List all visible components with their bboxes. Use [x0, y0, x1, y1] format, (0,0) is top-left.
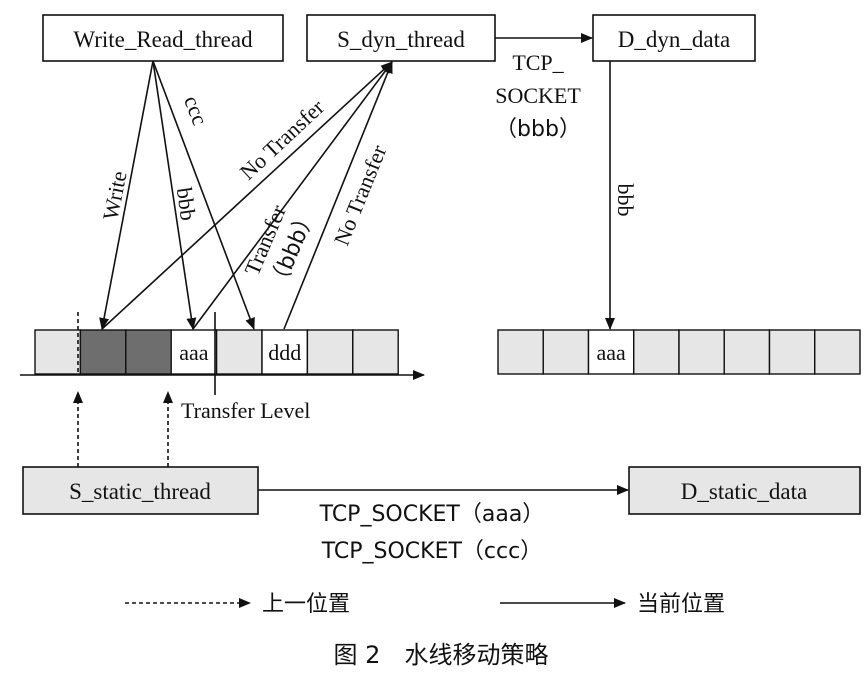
- buffer-right-cell: [723, 329, 771, 375]
- node-write-read-thread: Write_Read_thread: [42, 14, 284, 62]
- buffer-left: aaa ddd: [34, 329, 399, 375]
- buffer-right-cell: [814, 329, 861, 375]
- edge-no-transfer-2: [283, 61, 393, 330]
- node-d-dyn-data-label: D_dyn_data: [618, 27, 730, 52]
- buffer-left-cell: [79, 329, 127, 375]
- buffer-left-cell: [125, 329, 172, 375]
- edge-no-transfer-1: [101, 61, 393, 330]
- buffer-left-cell: ddd: [261, 329, 309, 375]
- buffer-right-cell: [497, 329, 544, 375]
- node-s-dyn-thread: S_dyn_thread: [306, 14, 496, 62]
- node-d-dyn-data: D_dyn_data: [592, 14, 756, 62]
- label-tcp-line3: （bbb）: [495, 117, 581, 142]
- transfer-level-label: Transfer Level: [181, 398, 310, 423]
- buffer-left-cell-label: aaa: [179, 340, 209, 365]
- buffer-right-cell: aaa: [587, 329, 635, 375]
- buffer-right: aaa: [497, 329, 861, 375]
- buffer-right-cell-label: aaa: [596, 340, 626, 365]
- buffer-right-cell: [678, 329, 725, 375]
- buffer-right-cell: [542, 329, 590, 375]
- label-tcp-line1: TCP_: [512, 50, 564, 75]
- legend: 上一位置 当前位置: [125, 592, 725, 617]
- figure-caption: 图 2 水线移动策略: [334, 641, 549, 669]
- node-s-static-thread-label: S_static_thread: [69, 479, 211, 504]
- node-d-static-data-label: D_static_data: [681, 479, 807, 504]
- edge-bbb: [152, 60, 197, 330]
- edge-ccc: [152, 60, 255, 330]
- buffer-right-cell: [633, 329, 680, 375]
- label-write: Write: [98, 169, 132, 222]
- edge-transfer-bbb: [192, 61, 393, 330]
- edge-write: [99, 60, 154, 330]
- buffer-left-cell: aaa: [170, 329, 218, 375]
- buffer-left-cell-label: ddd: [268, 340, 301, 365]
- buffer-left-cell: [352, 329, 399, 375]
- buffer-left-cell: [34, 329, 82, 375]
- label-bbb-vertical: bbb: [613, 184, 638, 217]
- buffer-left-cell: [306, 329, 354, 375]
- label-tcp-ccc: TCP_SOCKET（ccc）: [321, 539, 542, 564]
- label-tcp-aaa: TCP_SOCKET（aaa）: [319, 502, 545, 527]
- legend-previous-position: 上一位置: [262, 592, 350, 617]
- node-s-static-thread: S_static_thread: [22, 466, 259, 515]
- node-d-static-data: D_static_data: [628, 466, 861, 515]
- label-bbb: bbb: [172, 186, 201, 222]
- legend-current-position: 当前位置: [637, 592, 725, 617]
- label-no-transfer-1: No Transfer: [235, 94, 330, 185]
- buffer-left-cell: [215, 329, 263, 375]
- node-s-dyn-thread-label: S_dyn_thread: [337, 27, 465, 52]
- label-tcp-line2: SOCKET: [495, 83, 581, 108]
- node-write-read-thread-label: Write_Read_thread: [73, 27, 253, 52]
- label-ccc: ccc: [179, 92, 213, 129]
- buffer-right-cell: [768, 329, 816, 375]
